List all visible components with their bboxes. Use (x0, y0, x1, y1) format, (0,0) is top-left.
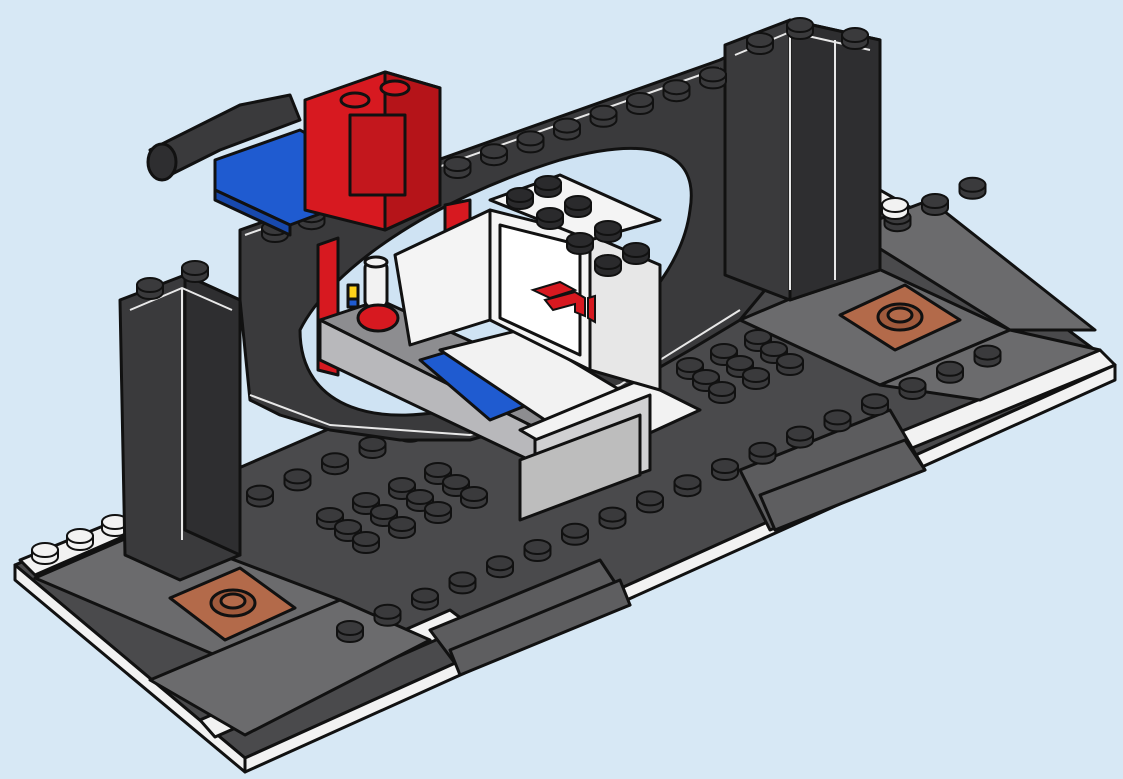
baseplate-stud (692, 369, 720, 392)
turntable-right (838, 283, 962, 352)
baseplate-stud (748, 441, 777, 465)
panel-stud (566, 232, 594, 255)
baseplate-stud (388, 516, 416, 539)
baseplate-stud (708, 381, 736, 404)
wall-stud (786, 17, 814, 40)
wall-stud (662, 79, 691, 103)
baseplate-stud (973, 344, 1002, 368)
wall-stud (136, 277, 164, 300)
baseplate-stud (358, 436, 387, 459)
baseplate-stud (424, 501, 452, 524)
panel-stud (506, 187, 534, 210)
baseplate-stud (283, 468, 312, 492)
baseplate-stud (921, 193, 949, 216)
baseplate-stud (336, 620, 364, 643)
panel-stud (534, 175, 562, 198)
panel-stud (622, 242, 650, 265)
baseplate-stud (561, 522, 589, 546)
panel-stud (594, 254, 622, 277)
f1-logo (530, 280, 596, 324)
baseplate-stud (598, 506, 627, 530)
baseplate-stud (66, 528, 94, 551)
baseplate-stud (373, 603, 402, 627)
wall-stud (699, 66, 727, 90)
baseplate-stud (776, 353, 804, 376)
wall-stud (589, 104, 618, 128)
baseplate-stud (958, 176, 987, 200)
baseplate-stud (711, 458, 739, 481)
wall-stud (181, 260, 209, 283)
wall-stud (746, 32, 774, 55)
wall-stud (443, 156, 472, 179)
turntable-left (168, 566, 297, 642)
baseplate-stud (673, 474, 702, 498)
baseplate-stud (936, 360, 964, 384)
baseplate-stud (486, 555, 514, 579)
baseplate-stud (523, 539, 552, 562)
baseplate-stud (710, 343, 738, 366)
baseplate-stud (823, 409, 852, 433)
wall-stud (480, 143, 508, 167)
baseplate-stud (742, 367, 770, 390)
panel-top-studs (506, 175, 650, 277)
baseplate-stud (898, 377, 927, 400)
baseplate-stud (448, 571, 477, 595)
wall-stud (553, 117, 581, 141)
baseplate-stud (881, 197, 909, 220)
baseplate-stud (352, 531, 380, 554)
baseplate-stud (861, 393, 889, 417)
wall-stud (516, 130, 545, 154)
wall-stud (626, 92, 654, 115)
tool-workbench (318, 255, 702, 522)
panel-stud (594, 220, 622, 243)
panel-stud (536, 207, 564, 230)
baseplate-stud (636, 490, 664, 514)
baseplate-stud (246, 484, 274, 508)
panel-stud (564, 195, 592, 218)
baseplate-stud (424, 462, 452, 485)
baseplate-stud (460, 486, 488, 509)
baseplate-stud (31, 542, 59, 565)
wall-stud (841, 27, 869, 50)
baseplate-stud (744, 329, 772, 352)
equipment-bench (146, 70, 442, 237)
baseplate-stud (411, 587, 439, 611)
baseplate-stud (321, 452, 349, 476)
baseplate-stud (786, 425, 814, 449)
